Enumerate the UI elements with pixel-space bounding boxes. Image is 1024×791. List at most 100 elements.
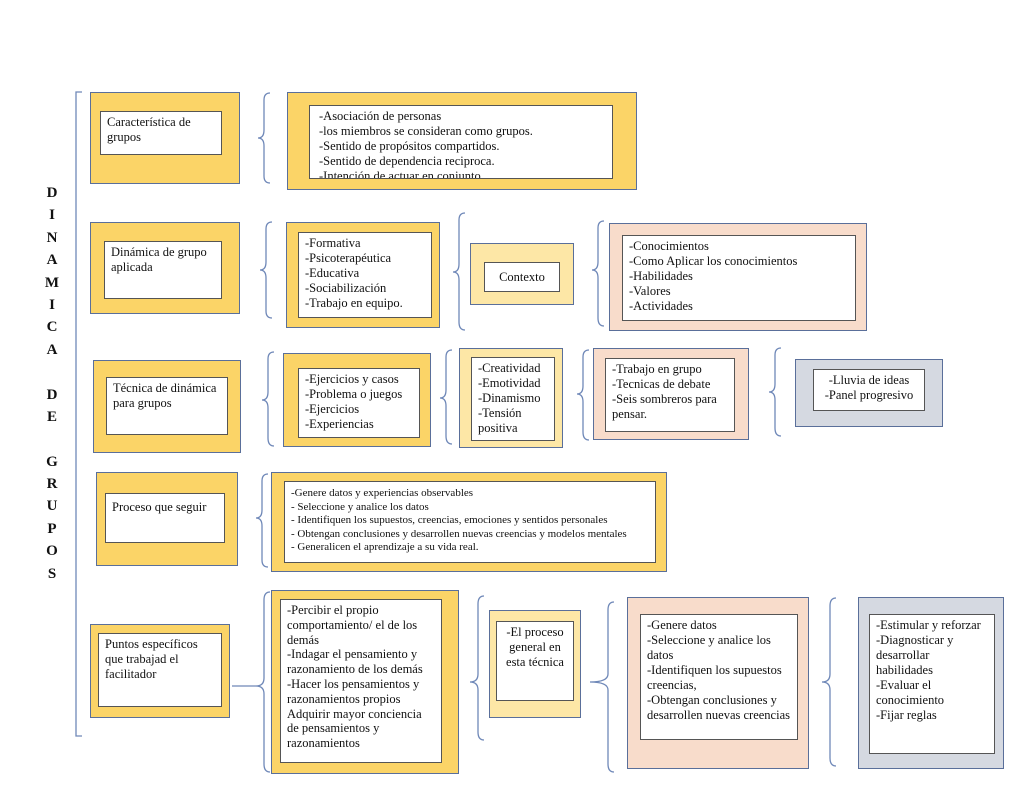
r1-item: -Asociación de personas: [319, 109, 442, 123]
title-letter: [40, 361, 64, 383]
brace-r4: [255, 473, 269, 568]
r5-label: Puntos específicos que trabajad el facil…: [105, 637, 198, 681]
brace-r5d: [821, 597, 837, 767]
r2-context-item: -Habilidades: [629, 269, 693, 283]
r4-item: -Genere datos y experiencias observables: [291, 487, 474, 499]
r2-context-item: -Valores: [629, 284, 671, 298]
r2-item: -Trabajo en equipo.: [305, 296, 403, 310]
r4-item: - Seleccione y analice los datos: [291, 500, 429, 513]
r5-label-frame: Puntos específicos que trabajad el facil…: [90, 624, 230, 718]
r4-label-box: Proceso que seguir: [105, 493, 225, 543]
r2-context-items-box: -Conocimientos -Como Aplicar los conocim…: [622, 235, 856, 321]
r5-item: -Percibir el propio comportamiento/ el d…: [287, 603, 418, 647]
r3-label-box: Técnica de dinámica para grupos: [106, 377, 228, 435]
r2-context-item: -Como Aplicar los conocimientos: [629, 254, 798, 268]
r1-items-frame: -Asociación de personas -los miembros se…: [287, 92, 637, 190]
r1-items-box: -Asociación de personas -los miembros se…: [309, 105, 613, 179]
r4-item: - Obtengan conclusiones y desarrollen nu…: [291, 527, 627, 540]
r5-goals-frame: -Estimular y reforzar -Diagnosticar y de…: [858, 597, 1004, 769]
title-letter: A: [46, 252, 58, 269]
r3-item: -Ejercicios y casos: [305, 372, 399, 386]
r3-work-item: -Tecnicas de debate: [612, 377, 711, 391]
r5-steps-frame: -Genere datos -Seleccione y analice los …: [627, 597, 809, 769]
brace-r3c: [576, 349, 590, 441]
brace-r3b: [439, 349, 453, 445]
r5-step: -Genere datos: [647, 618, 717, 632]
r3-tool: -Panel progresivo: [824, 388, 914, 402]
r5-items-box: -Percibir el propio comportamiento/ el d…: [280, 599, 442, 763]
r2-item: -Formativa: [305, 236, 361, 250]
r3-items-frame: -Ejercicios y casos -Problema o juegos -…: [283, 353, 431, 447]
title-letter: N: [46, 229, 58, 246]
r3-items-box: -Ejercicios y casos -Problema o juegos -…: [298, 368, 420, 438]
title-letter: I: [49, 296, 55, 313]
r5-goal: -Fijar reglas: [876, 708, 937, 722]
brace-r5b: [469, 595, 485, 741]
title-letter: P: [47, 520, 57, 537]
r1-item: -Sentido de dependencia reciproca.: [319, 154, 495, 168]
r5-goals-box: -Estimular y reforzar -Diagnosticar y de…: [869, 614, 995, 754]
r2-context-frame: Contexto: [470, 243, 574, 305]
r1-label: Característica de grupos: [107, 115, 191, 144]
r1-item: -los miembros se consideran como grupos.: [319, 124, 533, 138]
r1-label-box: Característica de grupos: [100, 111, 222, 155]
brace-r2a: [259, 221, 273, 319]
brace-r1: [257, 92, 271, 184]
r3-tools-frame: -Lluvia de ideas -Panel progresivo: [795, 359, 943, 427]
title-letter: E: [46, 408, 57, 425]
r5-label-box: Puntos específicos que trabajad el facil…: [98, 633, 222, 707]
r5-step: -Identifiquen los supuestos creencias,: [647, 663, 782, 692]
title-letter: U: [46, 498, 58, 515]
title-letter: D: [46, 386, 58, 403]
r4-items-frame: -Genere datos y experiencias observables…: [271, 472, 667, 572]
r2-items-frame: -Formativa -Psicoterapéutica -Educativa …: [286, 222, 440, 328]
r4-item: - Identifiquen los supuestos, creencias,…: [291, 514, 608, 526]
r4-label: Proceso que seguir: [112, 500, 207, 514]
r3-trait: -Tensión positiva: [478, 406, 522, 435]
title-letter: I: [49, 207, 55, 224]
brace-r2c: [591, 220, 605, 327]
brace-r3a: [261, 351, 275, 447]
brace-r3d: [768, 347, 782, 437]
r3-work-item: -Seis sombreros para pensar.: [612, 392, 717, 421]
r5-process: -El proceso general en esta técnica: [506, 625, 564, 669]
r3-label-frame: Técnica de dinámica para grupos: [93, 360, 241, 453]
r3-tools-box: -Lluvia de ideas -Panel progresivo: [813, 369, 925, 411]
r5-goal: -Estimular y reforzar: [876, 618, 981, 632]
r3-work-frame: -Trabajo en grupo -Tecnicas de debate -S…: [593, 348, 749, 440]
r3-trait: -Creatividad: [478, 361, 541, 375]
r3-work-box: -Trabajo en grupo -Tecnicas de debate -S…: [605, 358, 735, 432]
r3-item: -Experiencias: [305, 417, 374, 431]
r1-item: -Intención de actuar en conjunto.: [319, 169, 484, 179]
r2-label-frame: Dinámica de grupo aplicada: [90, 222, 240, 314]
r5-process-box: -El proceso general en esta técnica: [496, 621, 574, 701]
main-brace: [75, 91, 82, 737]
title-letter: D: [46, 185, 58, 201]
r2-items-box: -Formativa -Psicoterapéutica -Educativa …: [298, 232, 432, 318]
r5-goal: -Diagnosticar y desarrollar habilidades: [876, 633, 954, 677]
r3-trait: -Emotividad: [478, 376, 541, 390]
title-letter: M: [44, 274, 60, 291]
r5-step: -Obtengan conclusiones y desarrollen nue…: [647, 693, 790, 722]
r5-step: -Seleccione y analice los datos: [647, 633, 771, 662]
r2-label-box: Dinámica de grupo aplicada: [104, 241, 222, 299]
r2-label: Dinámica de grupo aplicada: [111, 245, 207, 274]
r5-steps-box: -Genere datos -Seleccione y analice los …: [640, 614, 798, 740]
r4-items-box: -Genere datos y experiencias observables…: [284, 481, 656, 563]
brace-r5a: [232, 591, 271, 773]
r2-item: -Educativa: [305, 266, 360, 280]
r2-context: Contexto: [499, 270, 545, 284]
r2-context-items-frame: -Conocimientos -Como Aplicar los conocim…: [609, 223, 867, 331]
title-letter: R: [46, 476, 58, 493]
r1-item: -Sentido de propósitos compartidos.: [319, 139, 500, 153]
brace-r2b: [452, 212, 466, 331]
r3-item: -Ejercicios: [305, 402, 360, 416]
r4-label-frame: Proceso que seguir: [96, 472, 238, 566]
r3-trait: -Dinamismo: [478, 391, 541, 405]
r2-item: -Sociabilización: [305, 281, 387, 295]
title-letter: G: [46, 453, 58, 470]
r2-context-item: -Conocimientos: [629, 239, 709, 253]
r5-item: -Indagar el pensamiento y razonamiento d…: [287, 647, 423, 677]
r3-tool: -Lluvia de ideas: [828, 373, 910, 387]
